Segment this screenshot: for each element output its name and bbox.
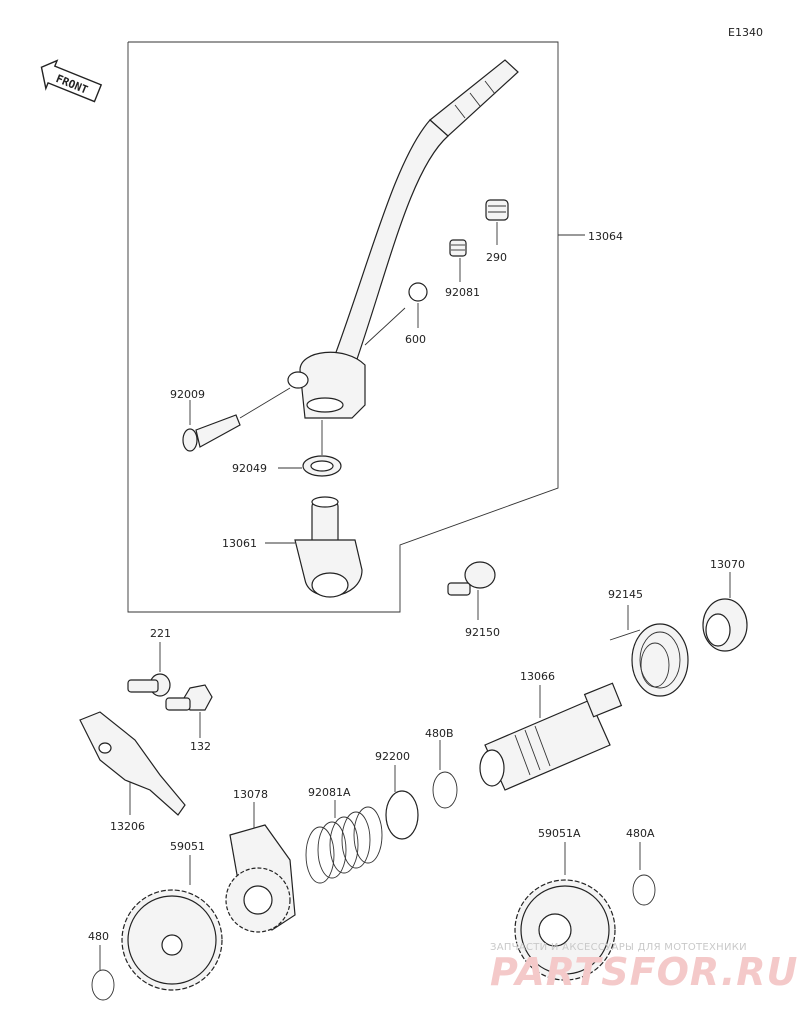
label-13206: 13206	[110, 820, 145, 833]
label-92081: 92081	[445, 286, 480, 299]
part-13061-shaft	[294, 496, 363, 598]
label-480: 480	[88, 930, 109, 943]
part-132-bolt	[165, 684, 213, 711]
part-480-circlip	[91, 969, 115, 1001]
part-13070-guide	[702, 598, 748, 652]
watermark-tagline: ЗАПЧАСТИ И АКСЕССУАРЫ ДЛЯ МОТОТЕХНИКИ	[490, 942, 747, 953]
label-13066: 13066	[520, 670, 555, 683]
label-92009: 92009	[170, 388, 205, 401]
label-59051: 59051	[170, 840, 205, 853]
part-13066-shaft	[479, 682, 623, 791]
part-92009-bolt	[182, 414, 241, 452]
part-13206-plate	[79, 711, 186, 816]
part-92081A-spring	[305, 806, 383, 884]
part-92081-spring	[449, 239, 467, 257]
label-59051A: 59051A	[538, 827, 581, 840]
part-480A-circlip	[632, 874, 656, 906]
label-132: 132	[190, 740, 211, 753]
part-221-bolt	[127, 673, 171, 697]
label-480A: 480A	[626, 827, 655, 840]
diagram-code: E1340	[728, 26, 763, 39]
part-290-setscrew	[485, 199, 509, 221]
assembly-frame	[127, 41, 559, 613]
label-600: 600	[405, 333, 426, 346]
kick-lever	[287, 59, 519, 419]
label-92145: 92145	[608, 588, 643, 601]
label-290: 290	[486, 251, 507, 264]
part-13078-ratchet	[225, 824, 296, 933]
label-92150: 92150	[465, 626, 500, 639]
part-92145-torsion-spring	[609, 623, 689, 697]
label-92081A: 92081A	[308, 786, 351, 799]
label-13061: 13061	[222, 537, 257, 550]
label-221: 221	[150, 627, 171, 640]
front-arrow-icon: FRONT	[40, 59, 103, 103]
label-13078: 13078	[233, 788, 268, 801]
part-600-ball	[408, 282, 428, 302]
label-92200: 92200	[375, 750, 410, 763]
part-480B-circlip	[432, 771, 458, 809]
label-13070: 13070	[710, 558, 745, 571]
part-59051A-gear	[514, 879, 616, 981]
part-59051-gear	[121, 889, 223, 991]
part-92150-bolt	[447, 561, 496, 596]
part-92200-washer	[385, 790, 419, 840]
label-92049: 92049	[232, 462, 267, 475]
label-480B: 480B	[425, 727, 454, 740]
watermark-brand: PARTSFOR.RU	[490, 950, 798, 994]
label-13064: 13064	[588, 230, 623, 243]
